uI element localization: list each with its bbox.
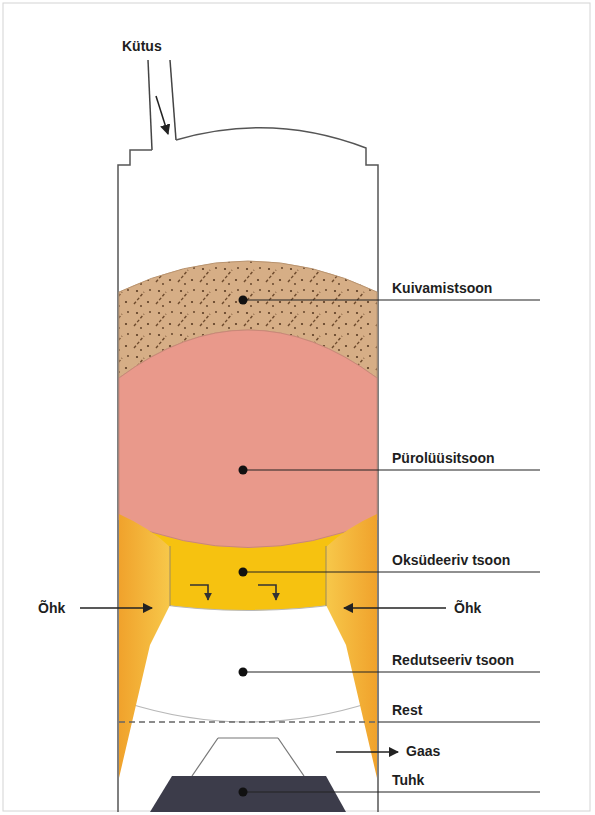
leader-line	[378, 721, 540, 722]
leader-line	[243, 571, 540, 572]
air-nozzle-line	[170, 546, 171, 606]
figure-frame	[3, 3, 590, 811]
leader-lines	[243, 300, 540, 792]
air-arrow	[344, 607, 446, 609]
fuel-arrow	[156, 96, 168, 134]
air-label: Õhk	[454, 600, 481, 616]
ash-pile	[150, 776, 346, 812]
zone-label: Redutseeriv tsoon	[392, 652, 514, 668]
part-label: Rest	[392, 702, 422, 718]
oxidation-flank	[119, 514, 170, 778]
leader-line	[243, 671, 540, 672]
output-label: Gaas	[406, 743, 440, 759]
input-label: Kütus	[122, 38, 162, 54]
flow-arrow	[190, 585, 208, 600]
gas-arrow	[336, 751, 398, 753]
air-nozzle-line	[326, 546, 327, 606]
zone-label: Oksüdeeriv tsoon	[392, 552, 510, 568]
ash-cone	[218, 737, 278, 738]
leader-dots	[239, 296, 248, 797]
leader-line	[243, 791, 540, 792]
oxidation-flank	[326, 514, 377, 778]
ash-cone	[192, 738, 218, 776]
leader-dot	[239, 296, 248, 305]
leader-dot	[239, 466, 248, 475]
air-arrow	[80, 607, 152, 609]
zone-label: Kuivamistsoon	[392, 280, 492, 296]
pyrolysis-zone	[119, 330, 377, 548]
air-label: Õhk	[38, 600, 65, 616]
leader-dot	[239, 568, 248, 577]
grate	[119, 721, 377, 723]
ash-cone	[278, 738, 304, 776]
zone-label: Pürolüüsitsoon	[392, 450, 495, 466]
leader-dot	[239, 788, 248, 797]
fuel-chute	[170, 60, 176, 140]
leader-dot	[239, 668, 248, 677]
flow-arrow	[258, 585, 276, 600]
fuel-chute	[148, 60, 152, 150]
output-label: Tuhk	[392, 772, 424, 788]
leader-line	[243, 299, 540, 300]
leader-line	[243, 469, 540, 470]
